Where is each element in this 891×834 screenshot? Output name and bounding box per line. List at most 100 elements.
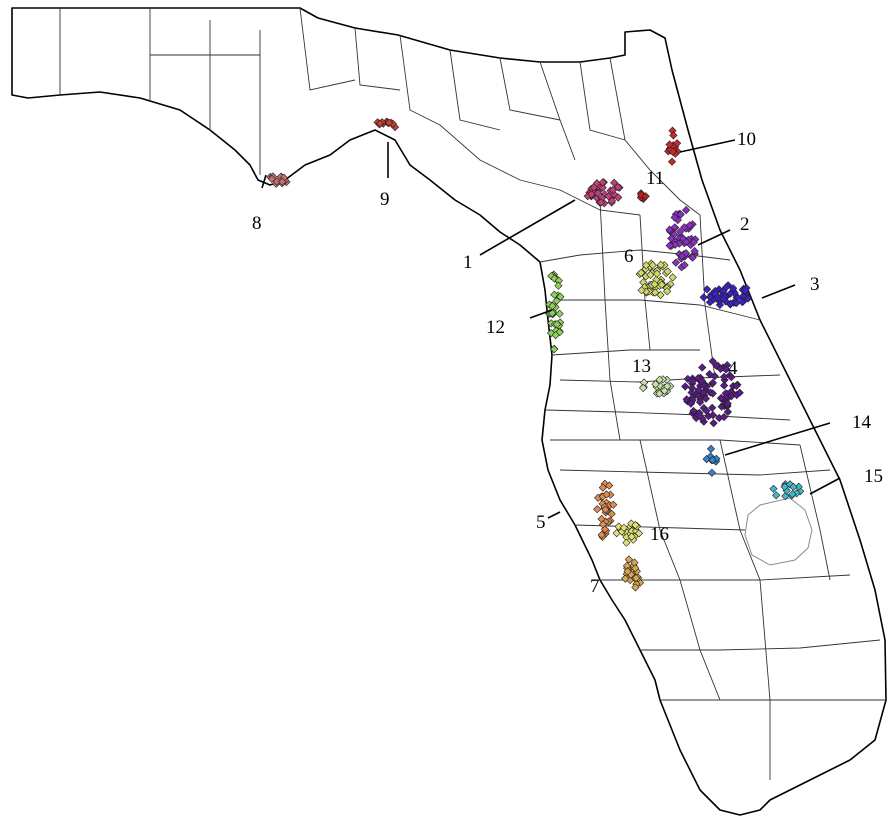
cluster-15 <box>769 480 805 501</box>
site-point <box>555 309 564 318</box>
site-point <box>698 363 707 372</box>
site-point <box>597 530 606 540</box>
label-4: 4 <box>728 358 738 379</box>
label-7: 7 <box>590 576 600 597</box>
site-point <box>685 221 694 230</box>
site-point <box>732 381 741 391</box>
site-point <box>384 118 394 127</box>
label-16: 16 <box>650 524 669 545</box>
site-point <box>719 294 728 304</box>
site-point <box>721 283 731 292</box>
label-11: 11 <box>646 168 664 189</box>
site-point <box>794 482 803 491</box>
site-point <box>670 213 679 222</box>
site-point <box>622 561 632 571</box>
site-point <box>694 385 703 395</box>
site-point <box>552 320 562 329</box>
site-point <box>655 375 664 384</box>
site-point <box>602 490 611 499</box>
site-point <box>598 183 607 192</box>
site-point <box>719 372 729 381</box>
site-point <box>598 520 608 529</box>
cluster-1 <box>583 178 624 208</box>
site-point <box>549 345 559 354</box>
site-point <box>721 365 731 374</box>
site-point <box>672 139 682 148</box>
site-point <box>619 523 629 532</box>
site-point <box>701 394 711 403</box>
site-point <box>652 269 662 278</box>
site-point <box>278 177 287 186</box>
site-point <box>708 378 717 387</box>
site-point <box>601 505 610 514</box>
site-point <box>688 253 697 262</box>
site-point <box>712 361 721 370</box>
site-point <box>708 403 717 412</box>
site-point <box>708 410 718 420</box>
site-point <box>622 538 631 547</box>
cluster-8 <box>266 172 291 188</box>
site-point <box>717 393 726 403</box>
label-15: 15 <box>864 466 883 487</box>
site-point <box>622 533 631 542</box>
site-point <box>631 583 640 592</box>
site-point <box>554 276 563 285</box>
cluster-3 <box>699 281 753 310</box>
site-point <box>550 290 559 299</box>
florida-outline <box>11 7 887 816</box>
site-point <box>648 260 657 270</box>
label-14: 14 <box>852 412 872 433</box>
site-point <box>657 280 666 289</box>
label-12: 12 <box>486 317 505 338</box>
cluster-12 <box>544 270 565 354</box>
cluster-13 <box>638 375 675 398</box>
site-point <box>686 399 696 408</box>
site-point <box>682 395 691 404</box>
lake-okeechobee <box>744 497 813 566</box>
site-point <box>667 234 676 243</box>
site-point <box>705 298 715 307</box>
label-8: 8 <box>252 213 262 234</box>
site-point <box>548 301 557 311</box>
site-point <box>706 444 716 454</box>
site-point <box>789 482 798 492</box>
site-point <box>688 376 697 386</box>
label-10: 10 <box>737 129 756 150</box>
site-point <box>682 237 691 247</box>
site-point <box>608 185 618 195</box>
site-point <box>663 267 672 276</box>
site-point <box>772 491 781 500</box>
site-point <box>669 131 678 140</box>
site-point <box>624 555 634 564</box>
site-point <box>781 491 790 501</box>
site-point <box>651 288 660 297</box>
site-point <box>641 192 650 201</box>
site-point <box>637 286 646 295</box>
site-point <box>743 294 753 303</box>
site-point <box>375 119 385 128</box>
site-point <box>556 292 565 301</box>
site-point <box>641 261 651 270</box>
site-point <box>689 238 698 247</box>
label-2: 2 <box>740 214 750 235</box>
site-point <box>726 289 735 298</box>
site-point <box>655 389 664 398</box>
site-point <box>727 391 736 401</box>
site-point <box>598 178 607 187</box>
county-boundaries <box>59 7 886 780</box>
site-point <box>665 241 674 250</box>
site-point <box>710 289 720 298</box>
site-clusters <box>266 117 805 592</box>
site-point <box>631 573 641 583</box>
cluster-4 <box>681 357 744 428</box>
site-point <box>634 529 644 538</box>
site-point <box>554 281 563 290</box>
site-point <box>650 280 659 289</box>
cluster-2 <box>665 205 700 272</box>
site-point <box>680 260 689 270</box>
site-point <box>708 357 717 366</box>
cluster-6 <box>635 259 677 300</box>
site-point <box>609 500 618 509</box>
site-point <box>651 380 660 389</box>
site-point <box>670 240 680 249</box>
